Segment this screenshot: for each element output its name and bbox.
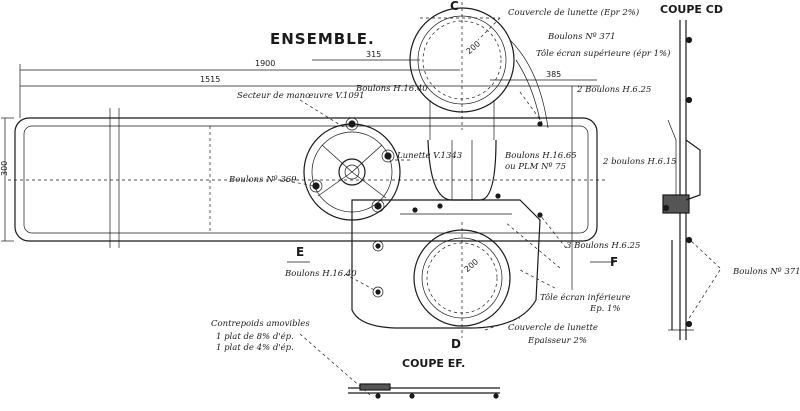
dim-385: 385: [546, 70, 562, 79]
marker-c: C: [450, 0, 459, 13]
label-boulons-h615: 2 boulons H.6.15: [603, 157, 677, 167]
label-boulons-h625-top: 2 Boulons H.6.25: [577, 85, 652, 95]
label-tole-inf: Tôle écran inférieure: [540, 293, 631, 303]
label-boulons-h1665: Boulons H.16.65: [505, 151, 577, 161]
label-ou-plm: ou PLM Nº 75: [505, 162, 567, 172]
label-boulons-h1640-bottom: Boulons H.16.40: [285, 269, 357, 279]
section-cd-title: COUPE CD: [660, 3, 723, 16]
label-boulons-h1640-top: Boulons H.16.40: [356, 84, 428, 94]
label-contrepoids: Contrepoids amovibles: [211, 319, 310, 329]
label-couvercle-top: Couvercle de lunette (Epr 2%): [508, 8, 640, 18]
long-plate-inner: [23, 125, 589, 234]
label-tole-sup: Tôle écran supérieure (épr 1%): [536, 49, 671, 59]
label-lunette: Lunette V.1343: [397, 151, 463, 161]
label-tole-inf-ep: Ep. 1%: [590, 304, 621, 314]
label-couvercle-bottom: Couvercle de lunette: [508, 323, 598, 333]
marker-d: D: [451, 337, 461, 351]
label-boulons-369: Boulons Nº 369: [229, 175, 297, 185]
label-boulons-371-right: Boulons Nº 371: [733, 267, 800, 277]
label-secteur: Secteur de manœuvre V.1091: [237, 91, 365, 101]
marker-e: E: [296, 245, 305, 259]
dim-300: 300: [0, 160, 9, 176]
dim-315: 315: [366, 50, 382, 59]
label-boulons-h625-bottom: 3 Boulons H.6.25: [566, 241, 641, 251]
drawing-title: ENSEMBLE.: [270, 30, 375, 48]
section-ef-title: COUPE EF.: [402, 357, 466, 370]
label-boulons-371-top: Boulons Nº 371: [548, 32, 616, 42]
label-plat-8: 1 plat de 8% d'ép.: [216, 332, 294, 342]
label-plat-4: 1 plat de 4% d'ép.: [216, 343, 294, 353]
lower-casting: [351, 199, 541, 329]
marker-f: F: [610, 255, 619, 269]
top-lunette-outer: [409, 7, 515, 113]
dim-1900: 1900: [255, 59, 276, 68]
dim-1515: 1515: [200, 75, 221, 84]
long-plate-outline: [14, 117, 598, 242]
label-epaisseur: Epaisseur 2%: [528, 336, 587, 346]
